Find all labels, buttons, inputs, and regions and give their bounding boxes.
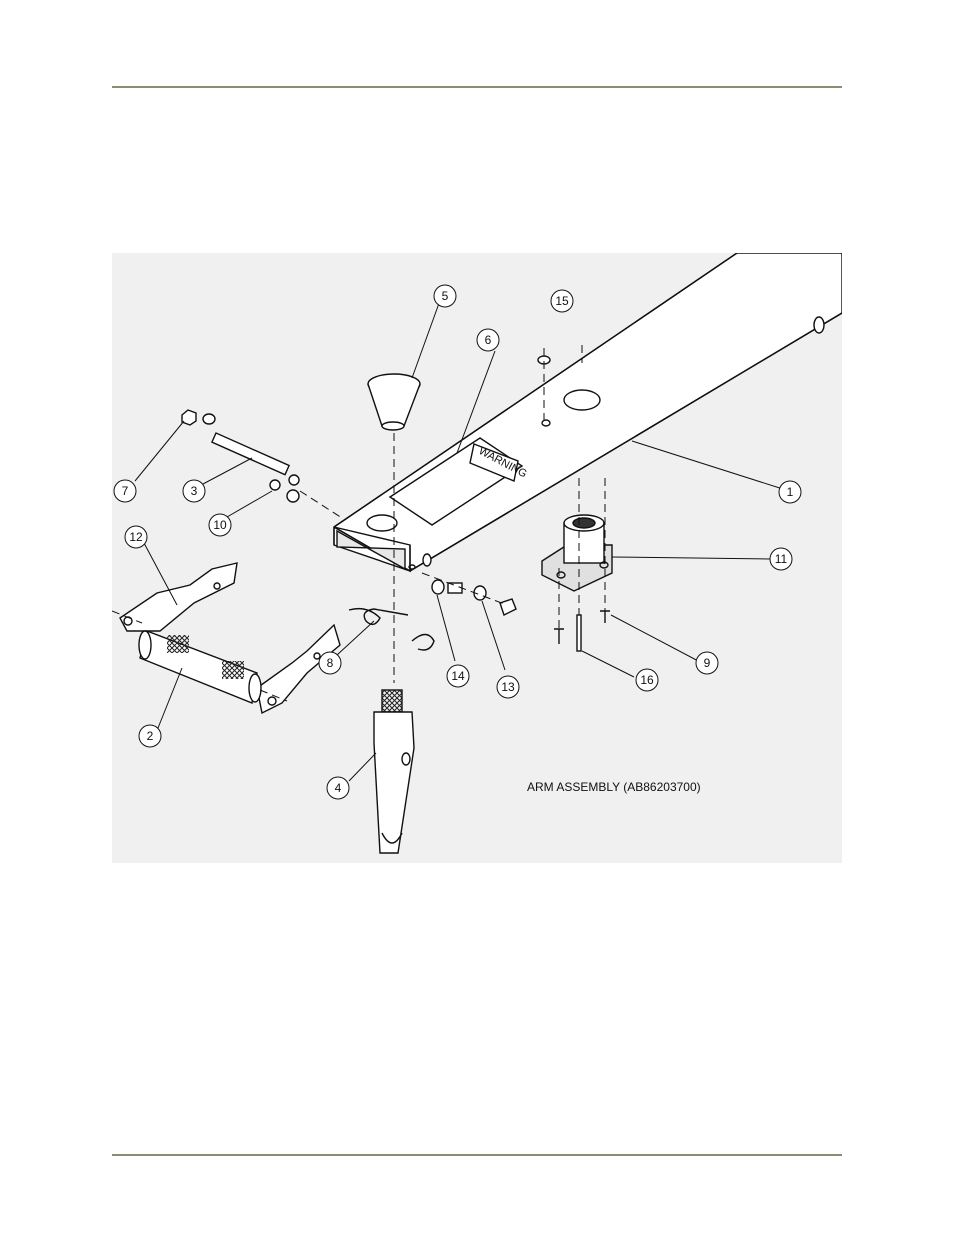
svg-text:4: 4 — [335, 781, 342, 795]
hardware — [431, 579, 517, 616]
diagram-caption: ARM ASSEMBLY (AB86203700) — [527, 780, 701, 794]
callout-5: 5 — [433, 284, 457, 308]
svg-text:11: 11 — [775, 552, 788, 566]
shaft-assembly — [181, 409, 300, 503]
callout-1: 1 — [778, 480, 802, 504]
svg-text:15: 15 — [555, 294, 569, 308]
svg-text:16: 16 — [640, 673, 654, 687]
callout-13: 13 — [496, 675, 520, 699]
footer-rule — [112, 1154, 842, 1156]
svg-text:14: 14 — [451, 669, 465, 683]
leader-lines — [134, 294, 787, 782]
svg-text:6: 6 — [485, 333, 492, 347]
pivot-block — [541, 514, 613, 592]
callout-8: 8 — [318, 651, 342, 675]
svg-text:1: 1 — [787, 485, 794, 499]
svg-text:3: 3 — [191, 484, 198, 498]
bracket — [119, 562, 341, 715]
callout-16: 16 — [635, 668, 659, 692]
screws — [554, 610, 610, 652]
callout-14: 14 — [446, 664, 470, 688]
callouts: 1 2 3 4 5 6 7 8 9 10 11 12 13 14 15 16 — [113, 284, 802, 800]
callout-3: 3 — [182, 479, 206, 503]
svg-text:10: 10 — [213, 518, 227, 532]
latch — [373, 689, 415, 854]
svg-text:7: 7 — [122, 484, 129, 498]
callout-12: 12 — [124, 525, 148, 549]
roller — [138, 630, 262, 704]
callout-15: 15 — [550, 289, 574, 313]
callout-11: 11 — [769, 547, 793, 571]
svg-text:13: 13 — [501, 680, 515, 694]
knob — [367, 373, 421, 431]
callout-4: 4 — [326, 776, 350, 800]
spring — [348, 607, 435, 651]
callout-6: 6 — [476, 328, 500, 352]
callout-9: 9 — [695, 651, 719, 675]
callout-2: 2 — [138, 724, 162, 748]
svg-text:5: 5 — [442, 289, 449, 303]
assembly-lines — [112, 345, 606, 702]
callout-7: 7 — [113, 479, 137, 503]
svg-text:9: 9 — [704, 656, 711, 670]
callout-10: 10 — [208, 513, 232, 537]
svg-text:8: 8 — [327, 656, 334, 670]
svg-text:2: 2 — [147, 729, 154, 743]
parts-diagram: WARNING — [112, 253, 842, 863]
svg-text:12: 12 — [129, 530, 143, 544]
header-rule — [112, 86, 842, 88]
